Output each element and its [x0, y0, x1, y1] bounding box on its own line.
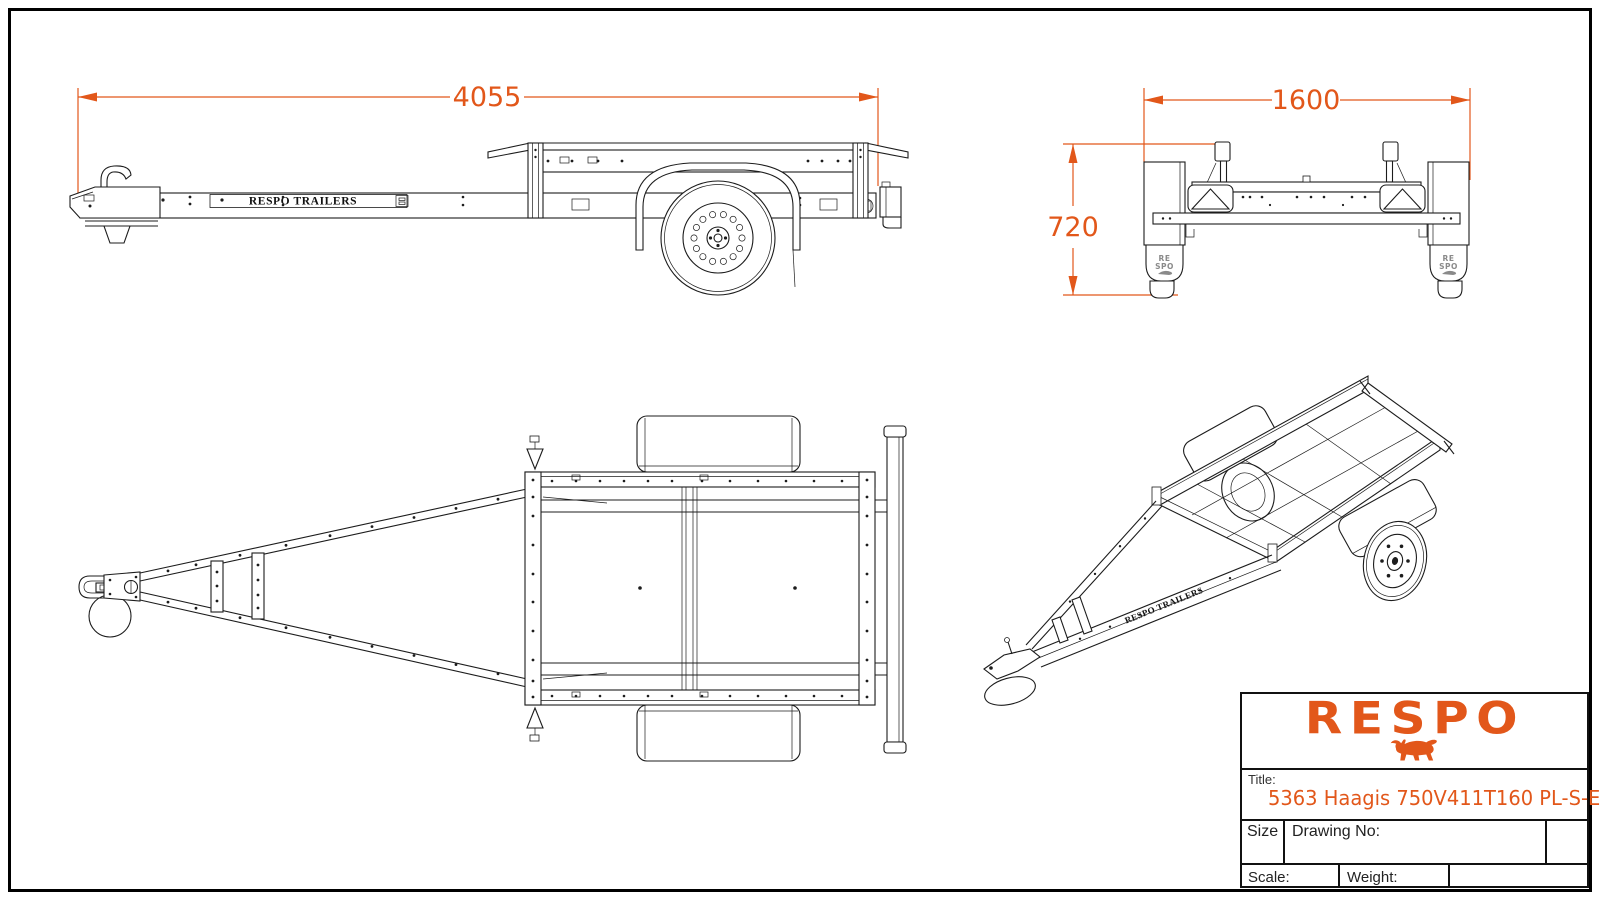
triangle-reflector-right — [1382, 188, 1423, 210]
logo-cell: RESPO — [1242, 694, 1587, 768]
wheel-side — [660, 180, 776, 296]
title-value: 5363 Haagis 750V411T160 PL-S-EU1. — [1268, 786, 1600, 810]
front-post — [527, 142, 544, 219]
iso-near-wheel — [1362, 520, 1428, 602]
safety-ring — [88, 594, 132, 638]
width-dimension: 1600 — [1143, 85, 1471, 180]
plan-corner-lamps — [526, 435, 544, 742]
fender-logo-top-left: RE — [1159, 254, 1171, 263]
weight-label: Weight: — [1340, 865, 1450, 886]
fender-bull-icon — [1442, 270, 1457, 275]
fender-side — [635, 162, 801, 288]
front-mudguards: RE SPO RE SPO — [1145, 244, 1468, 282]
width-dimension-value: 1600 — [1272, 85, 1341, 116]
plan-lamp-bar — [883, 425, 907, 754]
front-wheels — [1149, 280, 1463, 299]
plan-view — [78, 415, 907, 762]
reflector-box-right — [1379, 184, 1426, 213]
axle-plate — [1152, 212, 1461, 225]
title-block: RESPO Title: 5363 Haagis 750V411T160 PL-… — [1240, 692, 1600, 888]
fender-logo-bottom-right: SPO — [1439, 262, 1458, 271]
coupling-handle — [100, 165, 132, 196]
title-row: Title: 5363 Haagis 750V411T160 PL-S-EU1. — [1242, 768, 1600, 819]
beam-logo-icon — [395, 195, 409, 207]
iso-far-wheel — [1221, 462, 1275, 522]
bull-icon — [1390, 739, 1437, 761]
iso-coupling — [983, 637, 1041, 706]
side-view: 4055 RESPO TRAILERS — [69, 82, 909, 296]
drawing-no-label: Drawing No: — [1285, 821, 1547, 863]
length-dimension: 4055 — [77, 82, 879, 195]
fender-logo-top-right: RE — [1443, 254, 1455, 263]
side-bed-platform — [487, 142, 909, 219]
plan-side-boards — [524, 471, 876, 706]
jockey-bracket — [103, 225, 131, 244]
scale-label: Scale: — [1242, 865, 1340, 886]
drawbar-arms-plan — [139, 488, 608, 688]
height-dimension-value: 720 — [1047, 212, 1099, 243]
iso-lamp-mast-near — [1267, 543, 1278, 563]
size-label: Size — [1242, 821, 1285, 863]
beam-label-panel — [209, 194, 408, 208]
scale-row-empty-cell — [1450, 865, 1587, 886]
iso-beam-brand: RESPO TRAILERS — [1123, 585, 1204, 626]
fender-logo-bottom-left: SPO — [1155, 262, 1174, 271]
title-label: Title: — [1248, 772, 1276, 787]
cross-plate-2 — [251, 552, 265, 620]
coupling-plan — [78, 571, 141, 602]
front-frame — [1152, 175, 1461, 238]
iso-drawbar-arms — [1025, 500, 1282, 668]
reflector-box-left — [1187, 184, 1234, 213]
size-row: Size Drawing No: — [1242, 819, 1587, 863]
iso-safety-ring — [984, 676, 1036, 706]
isometric-view: RESPO TRAILERS — [983, 375, 1455, 706]
front-view: 1600 720 — [1047, 85, 1471, 299]
iso-lamp-mast-far — [1151, 486, 1162, 506]
length-dimension-value: 4055 — [453, 82, 522, 113]
iso-beam-brand-label: RESPO TRAILERS — [1123, 585, 1204, 626]
plan-wheels — [636, 415, 801, 762]
iso-frame — [1151, 375, 1441, 564]
iso-lamp-bar — [1359, 380, 1455, 455]
plan-chassis-rails — [541, 487, 903, 690]
rear-post — [852, 142, 869, 219]
beam-brand-label: RESPO TRAILERS — [249, 196, 357, 208]
front-lamp-masts — [1195, 141, 1418, 208]
respo-logo: RESPO — [1304, 692, 1525, 744]
plan-crossmembers — [524, 471, 876, 706]
scale-row: Scale: Weight: — [1242, 863, 1587, 886]
coupling-side — [69, 165, 161, 244]
wheel-holes — [690, 211, 746, 265]
triangle-reflector-left — [1190, 188, 1231, 210]
size-row-empty-cell — [1547, 821, 1587, 863]
tail-lamp-side — [879, 181, 902, 229]
height-dimension: 720 — [1047, 143, 1229, 296]
mud-flap — [792, 249, 796, 288]
fender-bull-icon — [1158, 270, 1173, 275]
